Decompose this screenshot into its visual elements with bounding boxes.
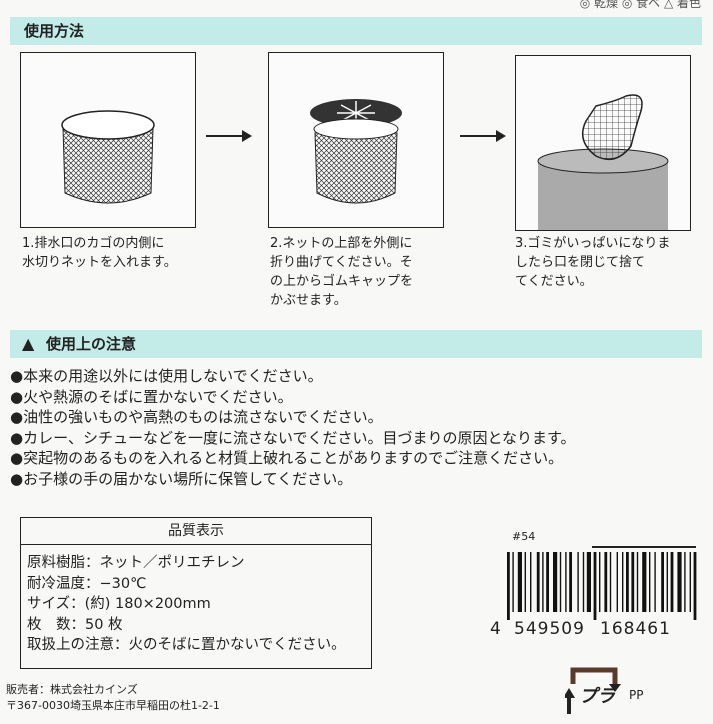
barcode-bar (693, 552, 697, 620)
barcode-bar (654, 552, 656, 612)
step-2-caption: 2.ネットの上部を外側に 折り曲げてください。そ の上からゴムキャップを かぶせ… (270, 236, 414, 308)
barcode-bar (670, 552, 674, 612)
barcode-code: #54 (512, 530, 536, 543)
step-3-caption: 3.ゴミがいっぱいになりま したら口を閉じて捨て てください。 (515, 236, 671, 289)
quality-title: 品質表示 (21, 518, 371, 545)
barcode (507, 552, 697, 620)
barcode-bar (512, 552, 514, 612)
step-1-illustration (20, 52, 196, 228)
barcode-digits-left: 549509 (514, 619, 585, 639)
divider (592, 546, 696, 548)
barcode-bar (536, 552, 540, 612)
barcode-bar (666, 552, 668, 612)
barcode-bar (649, 552, 651, 612)
quality-row: 取扱上の注意：火のそばに置かないでください。 (27, 637, 346, 653)
barcode-bar (609, 552, 612, 612)
quality-row: 耐冷温度：−30℃ (27, 575, 147, 592)
quality-row: 原料樹脂：ネット／ポリエチレン (27, 555, 245, 571)
barcode-bar (631, 552, 635, 612)
barcode-bar (689, 552, 691, 612)
barcode-bar (559, 552, 562, 612)
barcode-bar (604, 552, 608, 612)
barcode-bar (626, 552, 629, 612)
barcode-bar (569, 552, 572, 612)
barcode-bar (524, 552, 526, 612)
list-item: ●カレー、シチューなどを一度に流さないでください。目づまりの原因となります。 (10, 428, 576, 447)
barcode-bar (586, 552, 591, 612)
recycle-material: PP (629, 688, 644, 702)
list-item: ●お子様の手の届かない場所に保管してください。 (10, 469, 353, 488)
barcode-bar (553, 552, 558, 612)
barcode-bar (677, 552, 682, 612)
barcode-bar (642, 552, 647, 612)
quality-row: 枚 数：50 枚 (27, 616, 123, 633)
list-item: ●油性の強いものや高熱のものは流さないでください。 (10, 408, 383, 426)
barcode-bar (599, 552, 601, 612)
seller-address: 〒367-0030埼玉県本庄市早稲田の杜1-2-1 (6, 699, 220, 712)
barcode-digit-first: 4 (490, 619, 501, 639)
step-3-illustration (515, 55, 691, 231)
recycle-mark: プラ (579, 686, 615, 707)
list-item: ●突起物のあるものを入れると材質上破れることがありますのでご注意ください。 (10, 449, 564, 467)
barcode-bar (517, 552, 522, 612)
barcode-bar (565, 552, 567, 612)
seller-name: 販売者：株式会社カインズ (6, 683, 138, 696)
arrow-icon (206, 130, 252, 142)
list-item: ●火や熱源のそばに置かないでください。 (10, 387, 293, 406)
header-partial-icons: ◎ 乾燥 ◎ 食ベ △ 着色 (579, 0, 701, 10)
step-2-illustration (268, 52, 444, 228)
seller-info: 販売者：株式会社カインズ 〒367-0030埼玉県本庄市早稲田の杜1-2-1 (6, 682, 220, 714)
quality-row: サイズ：(約) 180×200mm (27, 596, 211, 612)
barcode-bar (582, 552, 585, 612)
barcode-bar (546, 552, 549, 612)
barcode-bar (684, 552, 686, 612)
warning-icon: ▲ (22, 334, 35, 353)
barcode-digits-right: 168461 (600, 619, 671, 639)
step-1-caption: 1.排水口のカゴの内側に 水切りネットを入れます。 (22, 236, 177, 270)
barcode-bar (636, 552, 639, 612)
barcode-bar (616, 552, 618, 612)
barcode-bar (507, 552, 510, 620)
caution-list: ●本来の用途以外には使用しないでください。 ●火や熱源のそばに置かないでください… (10, 366, 576, 489)
list-item: ●本来の用途以外には使用しないでください。 (10, 367, 323, 385)
barcode-bar (542, 552, 544, 612)
quality-table: 品質表示 原料樹脂：ネット／ポリエチレン 耐冷温度：−30℃ サイズ：(約) 1… (20, 517, 372, 669)
usage-header: 使用方法 (10, 17, 702, 45)
recycle-icon: プラ PP (565, 664, 643, 724)
barcode-bar (593, 552, 597, 620)
arrow-icon (460, 130, 506, 142)
caution-header: ▲ 使用上の注意 (10, 330, 702, 358)
barcode-bar (661, 552, 664, 612)
barcode-bar (530, 552, 532, 612)
caution-title: 使用上の注意 (46, 335, 137, 353)
barcode-bar (577, 552, 579, 612)
barcode-bar (622, 552, 624, 612)
